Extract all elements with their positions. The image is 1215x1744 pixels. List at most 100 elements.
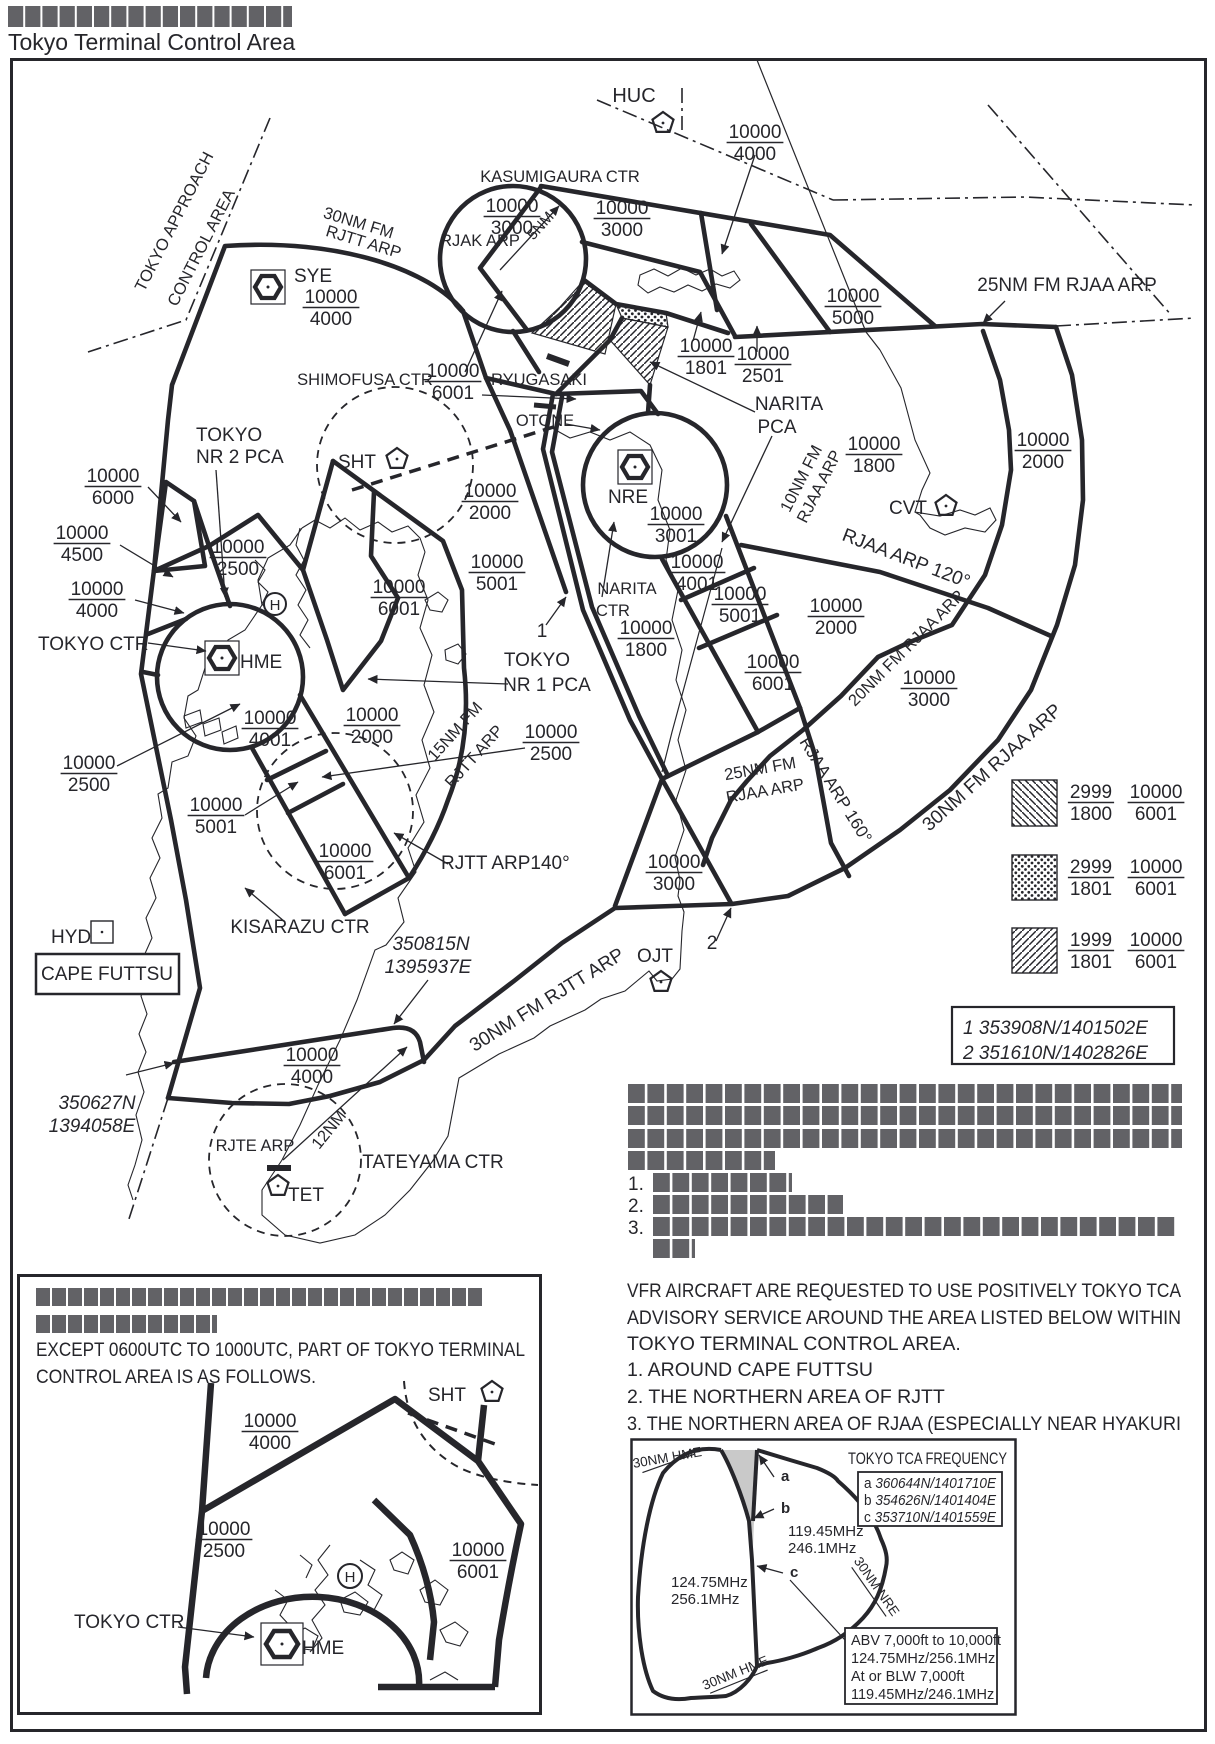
svg-text:10000: 10000 [903,668,956,689]
svg-text:a 360644N/1401710E: a 360644N/1401710E [864,1476,996,1492]
svg-text:6001: 6001 [1135,804,1177,825]
svg-text:2999: 2999 [1070,782,1112,803]
svg-text:2500: 2500 [203,1541,245,1562]
svg-text:10000: 10000 [190,795,243,816]
svg-text:350627N: 350627N [58,1093,135,1114]
svg-text:6001: 6001 [1135,879,1177,900]
svg-text:350815N: 350815N [392,934,469,955]
svg-text:119.45MHz/246.1MHz: 119.45MHz/246.1MHz [851,1687,994,1703]
svg-text:10000: 10000 [650,504,703,525]
svg-text:4001: 4001 [249,730,291,751]
svg-text:6001: 6001 [1135,952,1177,973]
svg-text:10000: 10000 [286,1045,339,1066]
svg-text:2.: 2. [628,1196,644,1217]
svg-text:4000: 4000 [249,1433,291,1454]
svg-text:H: H [345,1569,356,1586]
svg-text:HME: HME [240,652,282,673]
svg-text:NR 1 PCA: NR 1 PCA [503,675,591,696]
svg-text:2 351610N/1402826E: 2 351610N/1402826E [962,1043,1148,1064]
svg-text:SHT: SHT [338,452,376,473]
svg-text:3. THE NORTHERN AREA OF RJAA: 3. THE NORTHERN AREA OF RJAA (ESPECIALLY… [627,1413,1181,1435]
svg-text:2500: 2500 [68,775,110,796]
svg-text:10000: 10000 [486,196,539,217]
svg-text:ABV 7,000ft to 10,000ft: ABV 7,000ft to 10,000ft [851,1633,1001,1649]
svg-text:TOKYO: TOKYO [504,650,570,671]
svg-text:10000: 10000 [198,1519,251,1540]
svg-text:3000: 3000 [653,874,695,895]
svg-text:2000: 2000 [1022,452,1064,473]
svg-text:4000: 4000 [76,601,118,622]
svg-text:10000: 10000 [810,596,863,617]
svg-text:10000: 10000 [1130,930,1183,951]
svg-text:10000: 10000 [244,708,297,729]
svg-text:ADVISORY SERVICE AROUND THE AR: ADVISORY SERVICE AROUND THE AREA LISTED … [627,1307,1181,1329]
svg-text:6001: 6001 [752,674,794,695]
svg-text:6000: 6000 [92,488,134,509]
svg-text:10000: 10000 [525,722,578,743]
svg-text:5001: 5001 [476,574,518,595]
svg-text:SHT: SHT [428,1385,466,1406]
svg-text:TOKYO CTR: TOKYO CTR [74,1612,185,1633]
svg-text:EXCEPT 0600UTC TO 1000UTC, PAR: EXCEPT 0600UTC TO 1000UTC, PART OF TOKYO… [36,1339,525,1361]
svg-text:10000: 10000 [305,287,358,308]
svg-text:124.75MHz: 124.75MHz [671,1574,748,1591]
svg-text:HYD: HYD [51,927,91,948]
svg-text:a: a [781,1468,790,1485]
svg-text:VFR AIRCRAFT ARE REQUESTED TO: VFR AIRCRAFT ARE REQUESTED TO USE POSITI… [627,1280,1181,1302]
svg-text:Tokyo Terminal Control Area: Tokyo Terminal Control Area [8,29,295,55]
svg-text:1801: 1801 [1070,879,1112,900]
svg-text:1800: 1800 [1070,804,1112,825]
svg-text:2500: 2500 [530,744,572,765]
svg-text:OJT: OJT [637,946,673,967]
svg-text:NARITA: NARITA [597,580,656,598]
svg-text:At or BLW 7,000ft: At or BLW 7,000ft [851,1669,964,1685]
svg-text:KISARAZU CTR: KISARAZU CTR [230,917,369,938]
svg-text:2: 2 [707,933,718,954]
svg-text:4000: 4000 [734,144,776,165]
svg-text:RJAK ARP: RJAK ARP [440,232,520,250]
svg-text:10000: 10000 [680,336,733,357]
svg-text:10000: 10000 [244,1411,297,1432]
svg-text:124.75MHz/256.1MHz: 124.75MHz/256.1MHz [851,1651,995,1667]
svg-text:c 353710N/1401559E: c 353710N/1401559E [864,1510,996,1526]
svg-text:TOKYO TERMINAL CONTROL AREA.: TOKYO TERMINAL CONTROL AREA. [627,1333,961,1355]
svg-text:3001: 3001 [655,526,697,547]
svg-text:4500: 4500 [61,545,103,566]
svg-text:10000: 10000 [620,618,673,639]
svg-text:6001: 6001 [378,599,420,620]
svg-text:5001: 5001 [195,817,237,838]
svg-text:5001: 5001 [719,606,761,627]
svg-text:H: H [270,597,281,614]
svg-text:10000: 10000 [373,577,426,598]
svg-text:10000: 10000 [1130,782,1183,803]
svg-text:1999: 1999 [1070,930,1112,951]
svg-text:6001: 6001 [457,1562,499,1583]
svg-text:1801: 1801 [685,358,727,379]
svg-text:2000: 2000 [815,618,857,639]
svg-text:1.: 1. [628,1174,644,1195]
svg-text:TOKYO: TOKYO [196,425,262,446]
svg-text:10000: 10000 [212,537,265,558]
svg-text:1. AROUND CAPE FUTTSU: 1. AROUND CAPE FUTTSU [627,1359,873,1381]
svg-text:10000: 10000 [1130,857,1183,878]
svg-text:2999: 2999 [1070,857,1112,878]
svg-text:CONTROL AREA IS AS FOLLOWS.: CONTROL AREA IS AS FOLLOWS. [36,1366,316,1388]
svg-text:256.1MHz: 256.1MHz [671,1591,739,1608]
svg-text:5000: 5000 [832,308,874,329]
svg-text:10000: 10000 [714,584,767,605]
svg-text:2000: 2000 [469,503,511,524]
svg-text:10000: 10000 [648,852,701,873]
svg-text:1801: 1801 [1070,952,1112,973]
svg-text:NRE: NRE [608,487,648,508]
svg-text:4000: 4000 [310,309,352,330]
svg-text:1394058E: 1394058E [49,1116,136,1137]
svg-text:3000: 3000 [601,220,643,241]
svg-text:10000: 10000 [848,434,901,455]
svg-text:10000: 10000 [319,841,372,862]
svg-text:10000: 10000 [747,652,800,673]
svg-text:1: 1 [537,621,548,642]
svg-text:CTR: CTR [596,602,630,620]
svg-text:1800: 1800 [625,640,667,661]
svg-text:10000: 10000 [596,198,649,219]
svg-text:10000: 10000 [471,552,524,573]
